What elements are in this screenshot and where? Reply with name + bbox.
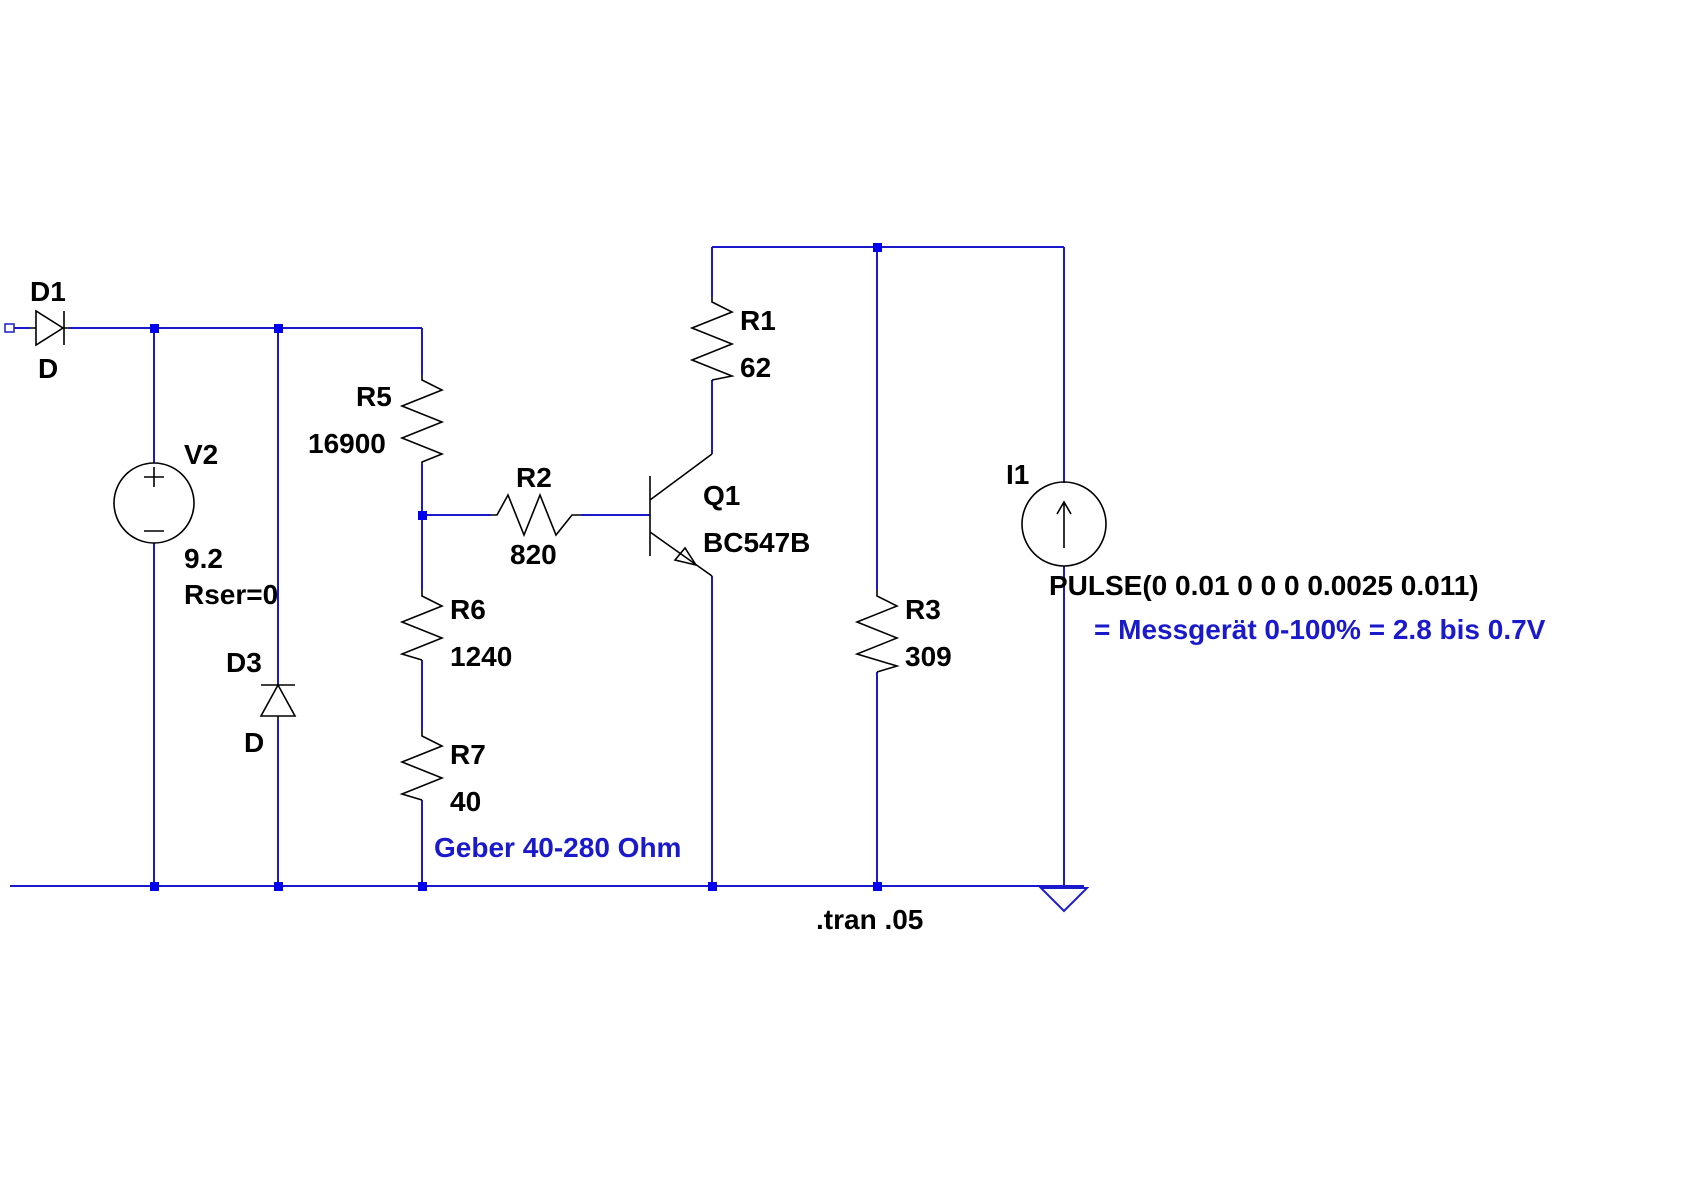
r2-value-label: 820	[510, 539, 557, 570]
r1-name-label: R1	[740, 305, 776, 336]
d3-name-label: D3	[226, 647, 262, 678]
resistor-r7[interactable]	[399, 730, 445, 801]
r5-name-label: R5	[356, 381, 392, 412]
junction-dot	[873, 243, 882, 252]
i1-name-label: I1	[1006, 459, 1029, 490]
junction-dot	[274, 882, 283, 891]
r7-name-label: R7	[450, 739, 486, 770]
resistor-r3[interactable]	[854, 590, 900, 673]
i1-value-label: PULSE(0 0.01 0 0 0 0.0025 0.011)	[1049, 570, 1479, 601]
resistor-r6[interactable]	[399, 590, 445, 661]
junction-dot	[708, 882, 717, 891]
junction-dot	[274, 324, 283, 333]
current-source-i1[interactable]	[1021, 481, 1107, 567]
voltage-source-v2[interactable]	[113, 462, 195, 544]
r5-value-label: 16900	[308, 428, 386, 459]
junction-dot	[418, 882, 427, 891]
r3-name-label: R3	[905, 594, 941, 625]
junction-dot	[150, 882, 159, 891]
ground-symbol	[1038, 887, 1090, 913]
r3-value-label: 309	[905, 641, 952, 672]
wires	[10, 246, 1084, 887]
q1-name-label: Q1	[703, 480, 740, 511]
tran-directive[interactable]: .tran .05	[816, 904, 923, 935]
messgeraet-comment: = Messgerät 0-100% = 2.8 bis 0.7V	[1094, 614, 1546, 645]
v2-value-label: 9.2	[184, 543, 223, 574]
d3-value-label: D	[244, 727, 264, 758]
junction-dot	[150, 324, 159, 333]
resistor-r1[interactable]	[689, 297, 735, 381]
q1-value-label: BC547B	[703, 527, 810, 558]
r1-value-label: 62	[740, 352, 771, 383]
input-port[interactable]	[4, 323, 15, 333]
d1-value-label: D	[38, 353, 58, 384]
junction-dot	[418, 511, 427, 520]
junctions	[150, 243, 882, 891]
v2-name-label: V2	[184, 439, 218, 470]
v2-param-label: Rser=0	[184, 579, 278, 610]
r7-value-label: 40	[450, 786, 481, 817]
diode-d3[interactable]	[259, 683, 297, 720]
junction-dot	[873, 882, 882, 891]
r6-value-label: 1240	[450, 641, 512, 672]
geber-comment: Geber 40-280 Ohm	[434, 832, 681, 863]
diode-d1[interactable]	[30, 309, 69, 347]
r6-name-label: R6	[450, 594, 486, 625]
r2-name-label: R2	[516, 462, 552, 493]
resistor-r2[interactable]	[491, 492, 581, 538]
d1-name-label: D1	[30, 276, 66, 307]
transistor-q1[interactable]	[649, 453, 713, 577]
resistor-r5[interactable]	[399, 375, 445, 464]
